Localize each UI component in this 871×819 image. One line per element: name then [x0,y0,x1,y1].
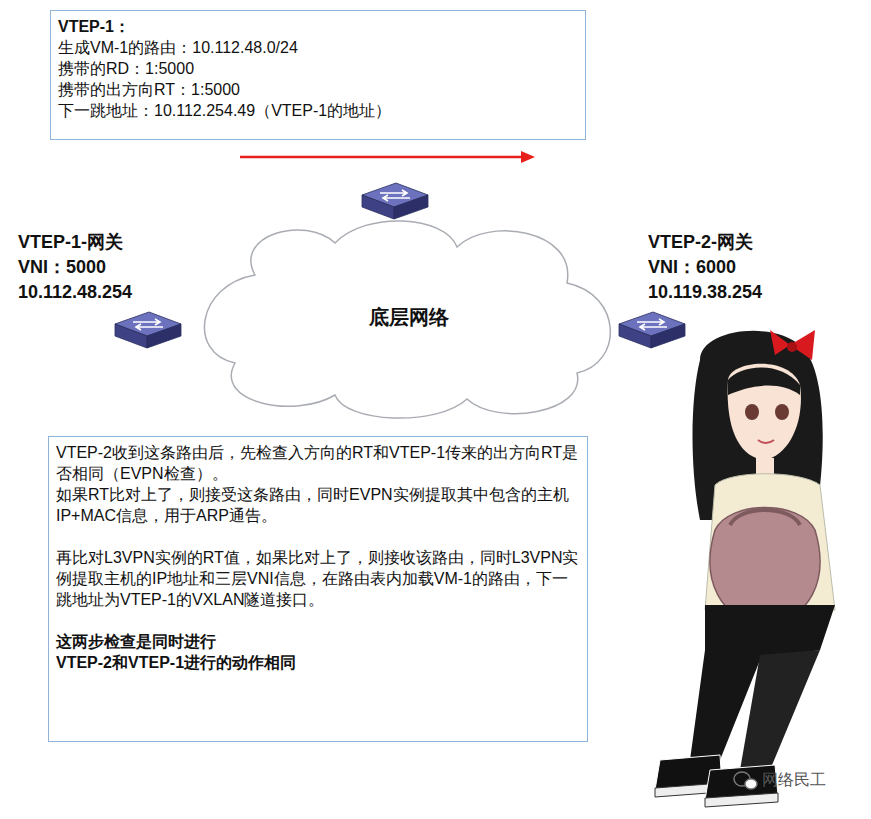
note-text: VTEP-1： [58,16,578,37]
gateway-label: VNI：6000 [648,255,736,279]
note-text: 携带的出方向RT：1:5000 [58,79,578,100]
note-box: VTEP-1：生成VM-1的路由：10.112.48.0/24携带的RD：1:5… [50,10,586,140]
note-text: 下一跳地址：10.112.254.49（VTEP-1的地址） [58,100,578,121]
switch-icon [115,183,685,348]
note-text: VTEP-2和VTEP-1进行的动作相同 [56,652,580,673]
watermark: 网络民工 [762,770,826,791]
wechat-icon [734,772,757,789]
note-text: 如果RT比对上了，则接受这条路由，同时EVPN实例提取其中包含的主机IP+MAC… [56,484,580,526]
network-cloud: 底层网络 [195,213,622,420]
note-box: VTEP-2收到这条路由后，先检查入方向的RT和VTEP-1传来的出方向RT是否… [48,436,588,742]
cloud-label: 底层网络 [369,305,449,329]
gateway-label: VTEP-1-网关 [18,230,123,254]
gateway-label: VNI：5000 [18,255,106,279]
girl-figure [655,330,835,807]
gateway-label: 10.112.48.254 [18,280,132,304]
gateway-label: 10.119.38.254 [648,280,762,304]
gateway-label: VTEP-2-网关 [648,230,753,254]
note-text: 生成VM-1的路由：10.112.48.0/24 [58,37,578,58]
note-text: VTEP-2收到这条路由后，先检查入方向的RT和VTEP-1传来的出方向RT是否… [56,442,580,484]
arrow-head [521,151,535,163]
note-text: 携带的RD：1:5000 [58,58,578,79]
note-text: 这两步检查是同时进行 [56,631,580,652]
flow-arrow [240,156,522,159]
note-text: 再比对L3VPN实例的RT值，如果比对上了，则接收该路由，同时L3VPN实例提取… [56,547,580,610]
